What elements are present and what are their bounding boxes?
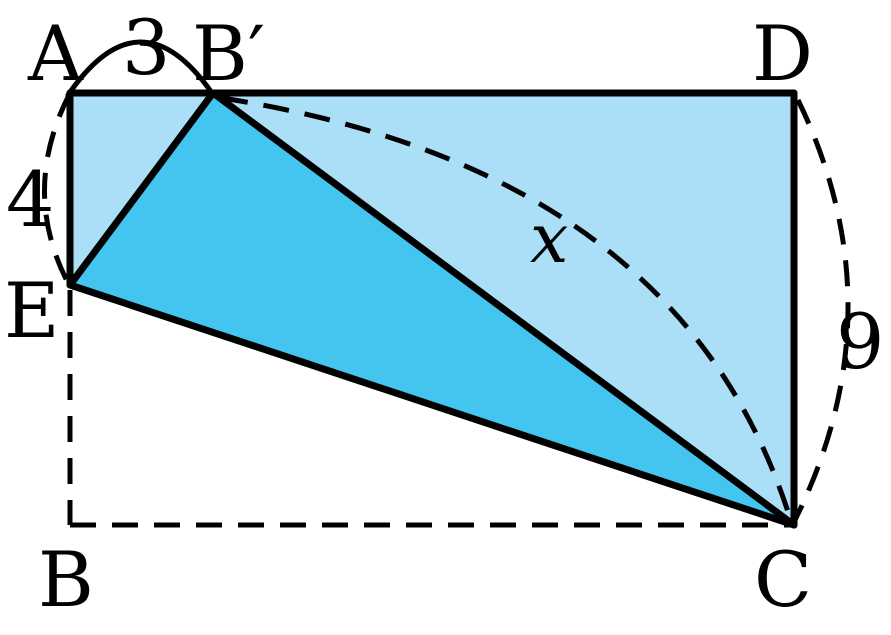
dashed-arc-AE [42, 91, 73, 285]
edge-EB-prime [66, 89, 217, 289]
dashed-arc-x [221, 95, 793, 519]
label-E: E [4, 266, 59, 355]
dashed-arc-DC [791, 98, 851, 524]
label-B: B [38, 535, 94, 624]
measure-B-prime-C: x [530, 200, 568, 279]
measure-DC: 9 [836, 297, 884, 386]
arc-AB-prime [65, 39, 215, 98]
folded-triangle-fill [70, 93, 794, 525]
measure-AB-prime: 3 [122, 3, 170, 92]
label-B-prime: B′ [192, 9, 265, 98]
measure-AE: 4 [6, 155, 54, 244]
fold-line-EC [66, 281, 798, 529]
label-C: C [754, 535, 812, 624]
label-D: D [752, 9, 813, 98]
segment-B-prime-C [209, 89, 798, 529]
label-A: A [27, 9, 84, 98]
